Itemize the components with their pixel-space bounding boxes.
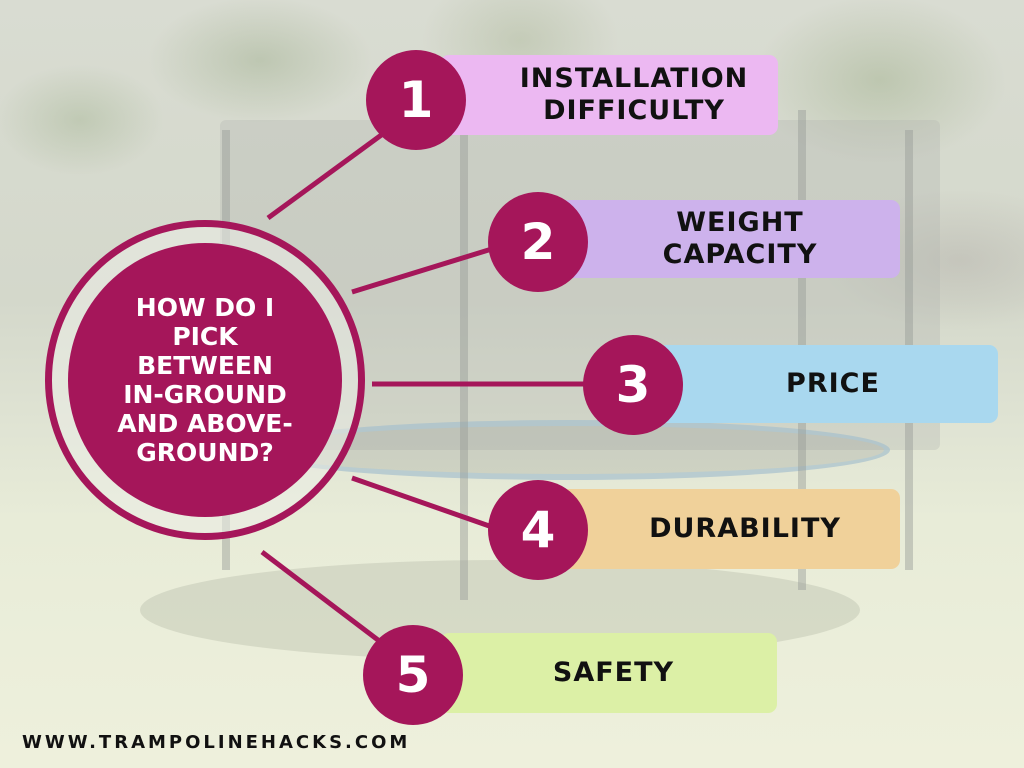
item-3-number-badge: 3 [583, 335, 683, 435]
item-5-number-badge: 5 [363, 625, 463, 725]
connector-line-5 [260, 550, 380, 642]
item-1-label: INSTALLATION DIFFICULTY [519, 63, 749, 126]
trampoline-pole [460, 120, 468, 600]
connector-line-2 [351, 245, 496, 295]
item-5-box: SAFETY [440, 633, 777, 713]
item-1-number-badge: 1 [366, 50, 466, 150]
item-1-box: INSTALLATION DIFFICULTY [440, 55, 778, 135]
item-4-box: DURABILITY [560, 489, 900, 569]
item-2-number-badge: 2 [488, 192, 588, 292]
item-4-number-badge: 4 [488, 480, 588, 580]
item-2-box: WEIGHT CAPACITY [560, 200, 900, 278]
connector-line-1 [266, 122, 397, 221]
item-3-box: PRICE [658, 345, 998, 423]
center-question: HOW DO I PICK BETWEEN IN-GROUND AND ABOV… [117, 293, 293, 467]
item-4-label: DURABILITY [649, 513, 841, 544]
center-circle: HOW DO I PICK BETWEEN IN-GROUND AND ABOV… [68, 243, 342, 517]
item-2-label: WEIGHT CAPACITY [662, 207, 818, 270]
item-3-label: PRICE [786, 368, 880, 399]
website-url: WWW.TRAMPOLINEHACKS.COM [22, 732, 411, 753]
item-5-label: SAFETY [552, 657, 675, 688]
connector-line-4 [351, 475, 496, 531]
